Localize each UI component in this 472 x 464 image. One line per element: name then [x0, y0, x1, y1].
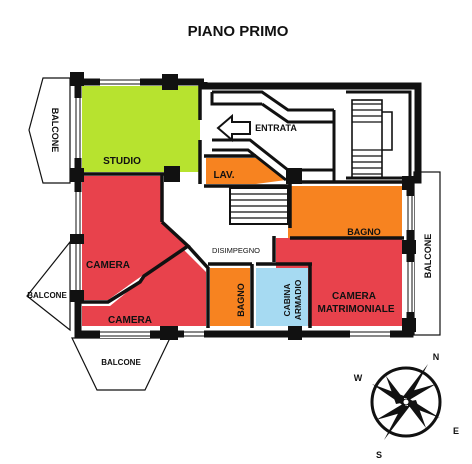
label-camera-1: CAMERA [86, 260, 130, 271]
room-camera-2 [82, 250, 206, 326]
plan-title: PIANO PRIMO [188, 23, 289, 40]
label-balcone-left: BALCONE [50, 108, 60, 153]
room-cabina-cover [256, 268, 308, 326]
balcone-right-outline [413, 171, 441, 336]
label-lav: LAV. [213, 170, 234, 181]
room-bagno-1 [288, 186, 402, 240]
label-cabina-2: ARMADIO [293, 279, 303, 320]
compass-w: W [354, 373, 363, 383]
entrance-structure [210, 90, 412, 182]
room-bagno-2 [210, 268, 250, 326]
label-camera-matrimoniale-2: MATRIMONIALE [317, 304, 394, 315]
stairs [229, 103, 382, 225]
compass-n: N [433, 352, 440, 362]
compass-e: E [453, 426, 459, 436]
label-entrata: ENTRATA [255, 123, 297, 133]
label-studio: STUDIO [103, 156, 141, 167]
balcone-left-outline [28, 77, 71, 184]
interior-walls [80, 84, 404, 328]
room-camera-1 [82, 176, 186, 300]
windows [74, 78, 414, 338]
label-disimpegno: DISIMPEGNO [212, 246, 260, 255]
label-balcone-right: BALCONE [423, 234, 433, 279]
label-bagno-1: BAGNO [347, 227, 381, 237]
room-studio [82, 86, 200, 172]
balcone-sw-outline [26, 240, 71, 332]
label-cabina-1: CABINA [282, 283, 292, 316]
label-camera-matrimoniale-1: CAMERA [332, 291, 376, 302]
compass-s: S [376, 450, 382, 460]
room-lav-diag [256, 158, 286, 184]
compass-rose-icon: N E S W [354, 352, 459, 460]
entrance-arrow-icon [216, 113, 251, 143]
label-bagno-2: BAGNO [236, 283, 246, 317]
label-camera-2: CAMERA [108, 315, 152, 326]
room-lav [206, 158, 256, 184]
label-balcone-sw: BALCONE [27, 291, 67, 300]
label-balcone-bottom: BALCONE [101, 358, 141, 367]
